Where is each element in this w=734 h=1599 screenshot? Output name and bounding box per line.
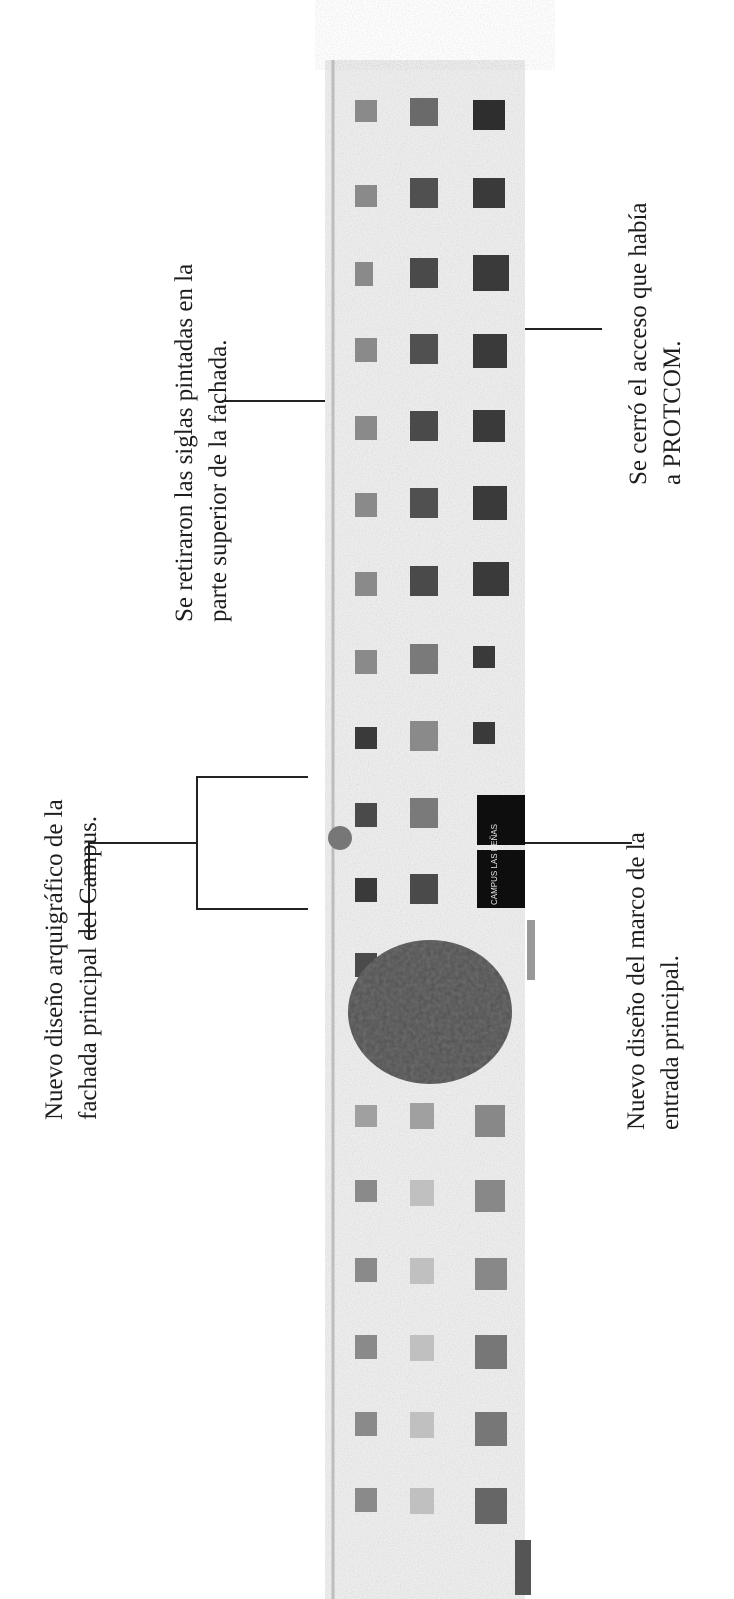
annotation-siglas-line2: parte superior de la fachada. bbox=[205, 339, 232, 622]
leader-protcom bbox=[490, 328, 602, 330]
annotation-siglas: Se retiraron las siglas pintadas en la p… bbox=[168, 264, 236, 622]
leader-fachada-stem bbox=[88, 842, 90, 940]
leader-fachada-horizontal bbox=[88, 842, 196, 844]
annotation-siglas-line1: Se retiraron las siglas pintadas en la bbox=[171, 263, 198, 622]
building-facade-photo: CAMPUS LAS PEÑAS bbox=[315, 0, 555, 1599]
leader-siglas bbox=[222, 400, 334, 402]
annotation-marco: Nuevo diseño del marco de la entrada pri… bbox=[620, 832, 688, 1130]
entrance-sign-text: CAMPUS LAS PEÑAS bbox=[490, 824, 499, 905]
annotation-fachada-line1: Nuevo diseño arquigráfico de la bbox=[41, 799, 68, 1120]
annotation-marco-line2: entrada principal. bbox=[657, 955, 684, 1130]
leader-fachada-top-arm bbox=[196, 776, 308, 778]
annotation-protcom-line2: a PROTCOM. bbox=[659, 340, 686, 485]
annotation-fachada: Nuevo diseño arquigráfico de la fachada … bbox=[38, 799, 106, 1120]
leader-fachada-bottom-arm bbox=[196, 908, 308, 910]
annotation-protcom-line1: Se cerró el acceso que había bbox=[625, 202, 652, 485]
annotation-marco-line1: Nuevo diseño del marco de la bbox=[623, 832, 650, 1130]
leader-fachada-bracket bbox=[196, 776, 198, 910]
annotation-protcom: Se cerró el acceso que había a PROTCOM. bbox=[622, 203, 690, 485]
leader-marco bbox=[490, 842, 632, 844]
